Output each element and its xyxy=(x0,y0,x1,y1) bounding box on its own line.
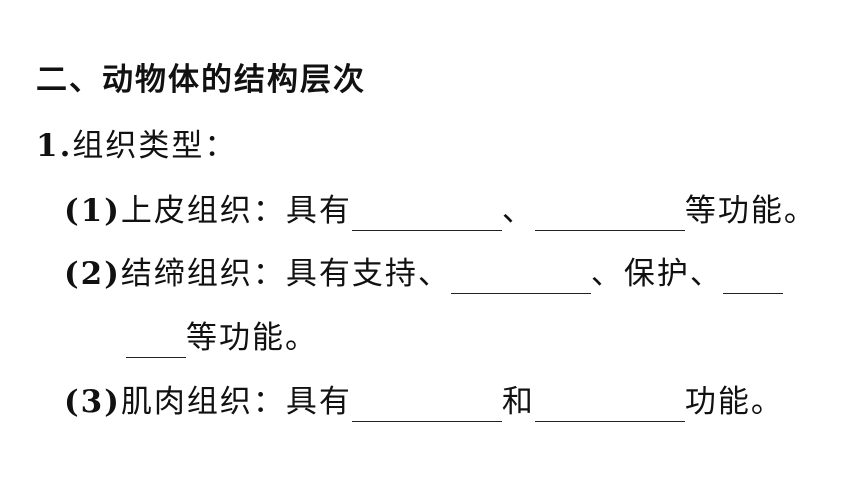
item-1-3-sep: 和 xyxy=(501,384,535,420)
fill-blank[interactable] xyxy=(534,200,685,231)
item-1-1-text-a: 上皮组织：具有 xyxy=(120,193,352,229)
item-1-2-cont: 等功能。 xyxy=(126,318,318,358)
fill-blank[interactable] xyxy=(351,391,502,422)
item-1-1: (1)上皮组织：具有 、 等功能。 xyxy=(64,191,817,231)
item-1-3-number: (3) xyxy=(64,384,121,420)
fill-blank[interactable] xyxy=(450,263,591,294)
item-1-2-sep: 、保护、 xyxy=(590,256,723,292)
fill-blank[interactable] xyxy=(534,391,685,422)
section-title: 二、动物体的结构层次 xyxy=(36,62,366,98)
fill-blank[interactable] xyxy=(722,263,783,294)
item-1-3: (3)肌肉组织：具有 和 功能。 xyxy=(64,382,784,422)
item-1-number: 1. xyxy=(36,128,73,164)
item-1: 1.组织类型： xyxy=(36,126,237,166)
item-1-1-number: (1) xyxy=(64,193,121,229)
item-1-label: 组织类型： xyxy=(72,128,238,164)
item-1-2-text-b: 等功能。 xyxy=(186,320,318,356)
item-1-3-text-b: 功能。 xyxy=(684,384,784,420)
fill-blank[interactable] xyxy=(351,200,502,231)
item-1-2-text-a: 结缔组织：具有支持、 xyxy=(120,256,451,292)
item-1-1-text-b: 等功能。 xyxy=(684,193,817,229)
fill-blank[interactable] xyxy=(126,327,186,358)
item-1-2: (2)结缔组织：具有支持、 、保护、 xyxy=(64,254,783,294)
item-1-3-text-a: 肌肉组织：具有 xyxy=(120,384,352,420)
item-1-1-sep: 、 xyxy=(501,193,535,229)
item-1-2-number: (2) xyxy=(64,256,121,292)
